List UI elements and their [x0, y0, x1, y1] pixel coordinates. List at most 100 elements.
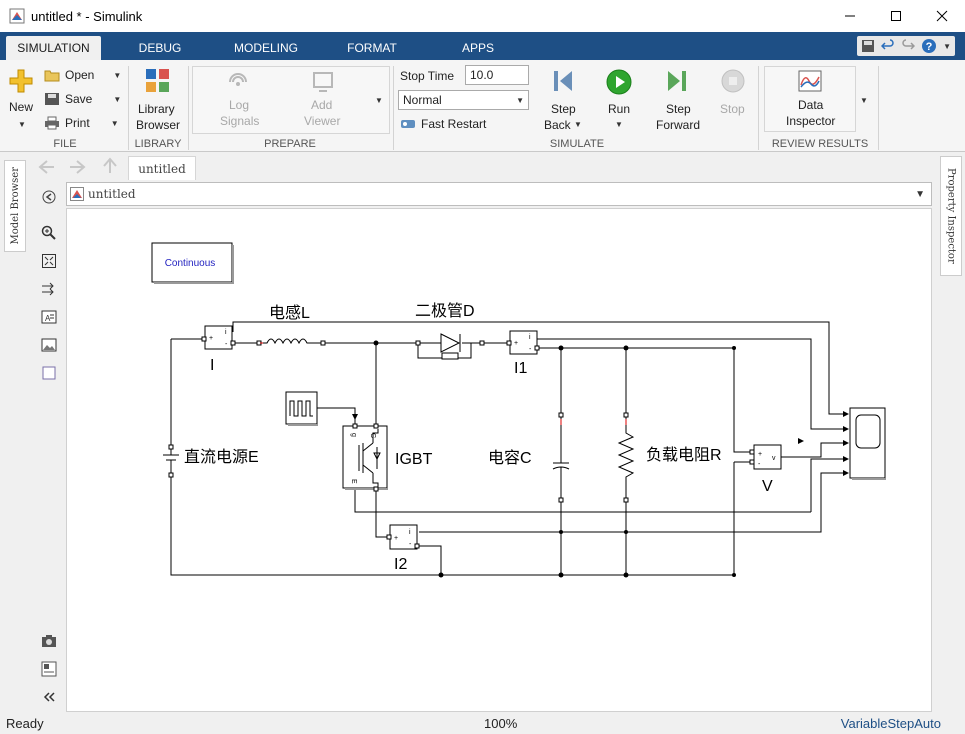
hide-explorer-button[interactable] [40, 188, 58, 206]
back-arrow-icon[interactable] [38, 159, 56, 175]
capacitor-c[interactable]: 电容C [488, 412, 570, 503]
pulse-generator[interactable] [285, 391, 318, 426]
step-back-button[interactable]: Step Back ▼ [542, 68, 584, 134]
print-label: Print [65, 116, 90, 130]
tab-simulation[interactable]: SIMULATION [6, 36, 101, 60]
open-button[interactable]: Open ▼ [44, 68, 121, 82]
tab-format[interactable]: FORMAT [332, 36, 412, 60]
fast-restart-icon [401, 120, 415, 128]
data-inspector-button[interactable]: Data Inspector [764, 66, 856, 132]
new-caret: ▼ [18, 120, 26, 129]
fast-restart-button[interactable]: Fast Restart [400, 117, 486, 131]
model-browser-tab[interactable]: Model Browser [4, 160, 26, 252]
open-caret: ▼ [113, 70, 122, 80]
voltage-measurement-v[interactable]: + - v V [749, 444, 782, 495]
review-gallery-caret[interactable]: ▼ [860, 96, 868, 105]
property-inspector-tab[interactable]: Property Inspector [940, 156, 962, 276]
model-path-bar[interactable]: untitled ▼ [66, 182, 932, 206]
save-button[interactable]: Save ▼ [44, 92, 121, 106]
property-button[interactable] [40, 660, 58, 678]
simulation-mode-value: Normal [403, 93, 442, 107]
minimize-button[interactable] [827, 0, 873, 32]
library-browser-button[interactable]: Library Browser [134, 68, 182, 134]
area-button[interactable] [40, 364, 58, 382]
annotation-button[interactable]: A [40, 308, 58, 326]
path-dropdown-caret[interactable]: ▼ [915, 189, 925, 200]
viewer-label: Viewer [304, 114, 341, 128]
port-minus: - [529, 346, 532, 353]
current-measurement-i2[interactable]: + i - I2 [386, 524, 420, 573]
powergui-block[interactable]: Continuous [151, 242, 234, 284]
save-icon[interactable] [861, 39, 875, 53]
diode-d[interactable]: 二极管D [415, 302, 485, 360]
inspector-label: Inspector [786, 114, 836, 128]
port-minus: - [758, 461, 761, 468]
port-minus: - [225, 341, 228, 348]
ribbon: New ▼ Open ▼ Save ▼ Print ▼ FILE Library… [0, 60, 965, 152]
zoom-level: 100% [484, 715, 518, 731]
scope[interactable] [849, 407, 886, 480]
stop-time-label: Stop Time [400, 69, 455, 83]
camera-icon [42, 635, 56, 647]
library-section-label: LIBRARY [134, 138, 182, 150]
log-signals-icon [229, 73, 247, 86]
solver-status[interactable]: VariableStepAuto [840, 715, 941, 731]
redo-icon[interactable] [901, 39, 916, 53]
port-i: i [409, 529, 411, 536]
file-section-label: FILE [53, 138, 77, 150]
close-button[interactable] [919, 0, 965, 32]
load-resistor-r[interactable]: 负载电阻R [617, 412, 722, 503]
voltage-measurement-v-label: V [762, 478, 773, 495]
step-forward-label: Step [666, 102, 691, 116]
simulink-diagram[interactable]: Continuous [67, 209, 932, 712]
stop-time-input[interactable]: 10.0 [465, 65, 529, 85]
signal-arrows-button[interactable] [40, 280, 58, 298]
svg-text:?: ? [926, 41, 933, 53]
svg-text:A: A [45, 314, 51, 323]
tab-label: MODELING [233, 41, 298, 55]
tab-debug[interactable]: DEBUG [120, 36, 200, 60]
fit-to-view-button[interactable] [40, 252, 58, 270]
annotation-icon: A [41, 310, 57, 324]
inductor-l[interactable]: 电感L [256, 304, 326, 346]
collapse-toolbar-button[interactable] [40, 688, 58, 706]
run-button[interactable]: Run ▼ [602, 68, 636, 134]
maximize-button[interactable] [873, 0, 919, 32]
current-measurement-i1[interactable]: + i - I1 [506, 330, 540, 377]
image-button[interactable] [40, 336, 58, 354]
help-menu-caret[interactable]: ▼ [943, 41, 951, 51]
stop-button[interactable]: Stop [716, 68, 750, 134]
navigation-bar [30, 152, 935, 182]
add-viewer-button[interactable]: Add Viewer [302, 68, 348, 134]
fast-restart-label: Fast Restart [421, 117, 487, 131]
screenshot-button[interactable] [40, 632, 58, 650]
igbt[interactable]: g C E IGBT [342, 423, 433, 492]
port-i: i [529, 334, 531, 341]
new-button[interactable]: New ▼ [6, 68, 36, 134]
tab-modeling[interactable]: MODELING [222, 36, 310, 60]
print-button[interactable]: Print ▼ [44, 116, 119, 130]
model-tab-untitled[interactable]: untitled [128, 156, 196, 180]
dc-voltage-source[interactable]: 直流电源E [163, 444, 259, 478]
fit-to-view-icon [42, 254, 56, 268]
dc-source-label: 直流电源E [184, 448, 259, 466]
log-signals-button[interactable]: Log Signals [216, 68, 262, 134]
undo-icon[interactable] [881, 39, 895, 53]
explorer-toggle-icon [42, 190, 56, 204]
tab-apps[interactable]: APPS [440, 36, 516, 60]
prepare-section-label: PREPARE [264, 138, 316, 150]
model-path-label: untitled [88, 187, 136, 201]
ribbon-divider [128, 66, 129, 150]
model-canvas[interactable]: Continuous [66, 208, 932, 712]
continuous-label: Continuous [165, 258, 216, 269]
up-arrow-icon[interactable] [102, 157, 118, 175]
forward-arrow-icon[interactable] [68, 159, 86, 175]
zoom-button[interactable] [40, 224, 58, 242]
current-measurement-i[interactable]: + i - I [201, 325, 236, 374]
simulation-mode-select[interactable]: Normal ▼ [398, 90, 529, 110]
step-back-label: Step [551, 102, 576, 116]
prepare-gallery-caret[interactable]: ▼ [375, 96, 383, 105]
status-text: Ready [6, 715, 44, 731]
help-icon[interactable]: ? [921, 38, 937, 54]
step-forward-button[interactable]: Step Forward [652, 68, 704, 134]
